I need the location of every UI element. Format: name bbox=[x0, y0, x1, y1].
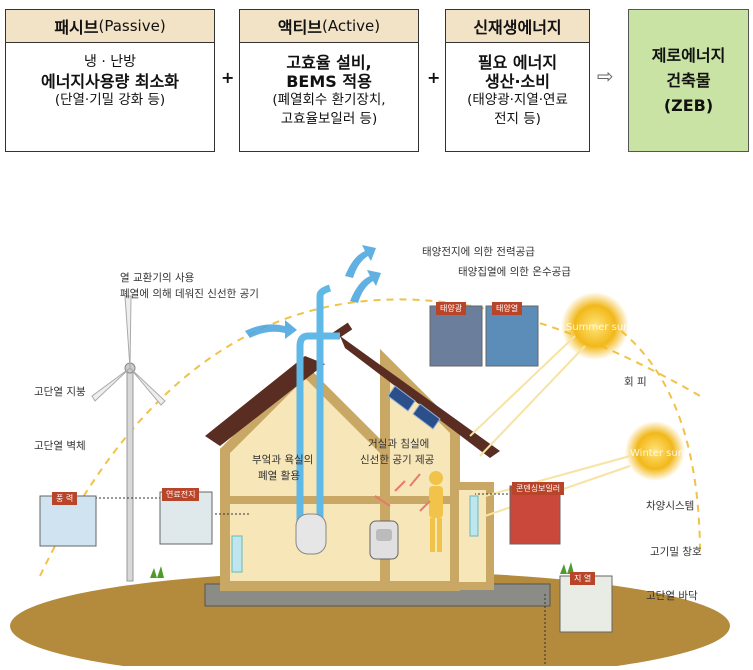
renewable-line2: 생산·소비 bbox=[485, 72, 550, 91]
kitchen-label-2: 폐열 활용 bbox=[258, 470, 300, 482]
boiler-tag: 콘덴싱보일러 bbox=[512, 482, 565, 495]
renewable-line3: (태양광·지열·연료 bbox=[467, 92, 568, 108]
summer-sun-label: Summer sun bbox=[566, 322, 630, 333]
wind-tag: 풍 력 bbox=[52, 492, 78, 505]
passive-header: 패시브 (Passive) bbox=[6, 10, 214, 43]
winter-sun-label: Winter sun bbox=[630, 448, 685, 459]
active-title-en: (Active) bbox=[322, 17, 381, 35]
renewable-header: 신재생에너지 bbox=[446, 10, 589, 43]
summer-sun-icon bbox=[561, 292, 629, 360]
passive-title-en: (Passive) bbox=[98, 17, 166, 35]
passive-line2: 에너지사용량 최소화 bbox=[40, 72, 180, 91]
active-line2: BEMS 적용 bbox=[286, 72, 372, 91]
zeb-result-box: 제로에너지 건축물 (ZEB) bbox=[628, 9, 749, 152]
wind-photo bbox=[39, 495, 97, 547]
geo-photo bbox=[559, 575, 613, 633]
renewable-line1: 필요 에너지 bbox=[477, 53, 558, 72]
zeb-line2: 건축물 bbox=[666, 71, 711, 90]
roof-insulation-label: 고단열 지붕 bbox=[34, 386, 86, 398]
living-label: 거실과 침실에 bbox=[368, 438, 430, 450]
renewable-box: 신재생에너지 필요 에너지 생산·소비 (태양광·지열·연료 전지 등) bbox=[445, 9, 590, 152]
avoid-label: 회 피 bbox=[624, 376, 647, 388]
passive-line1: 냉 · 난방 bbox=[84, 54, 136, 70]
ventilation-duct bbox=[296, 332, 340, 536]
renewable-title: 신재생에너지 bbox=[473, 18, 562, 37]
window-left bbox=[231, 535, 243, 573]
ventilation-duct-2 bbox=[316, 284, 332, 536]
sun-rays bbox=[469, 335, 631, 517]
zeb-line3: (ZEB) bbox=[663, 96, 714, 115]
window-right bbox=[469, 495, 479, 537]
active-box: 액티브 (Active) 고효율 설비, BEMS 적용 (폐열회수 환기장치,… bbox=[239, 9, 419, 152]
zeb-line1: 제로에너지 bbox=[651, 46, 726, 65]
roof-right bbox=[340, 336, 500, 458]
result-arrow-icon: ⇨ bbox=[597, 64, 614, 88]
boiler-photo bbox=[509, 485, 561, 545]
wind-turbine-icon bbox=[91, 295, 166, 582]
winter-sun-icon bbox=[625, 421, 685, 481]
fresh-air-arrows-icon bbox=[245, 245, 381, 339]
passive-body: 냉 · 난방 에너지사용량 최소화 (단열·기밀 강화 등) bbox=[6, 43, 214, 110]
active-line1: 고효율 설비, bbox=[286, 53, 372, 72]
upper-floor-slab bbox=[230, 496, 455, 504]
active-title: 액티브 bbox=[277, 18, 323, 37]
ventilation-label-2: 폐열에 의해 데워진 신선한 공기 bbox=[120, 288, 259, 300]
living-label-2: 신선한 공기 제공 bbox=[360, 454, 435, 466]
fuelcell-tag: 연료전지 bbox=[162, 488, 200, 501]
wall-insulation-label: 고단열 벽체 bbox=[34, 440, 86, 452]
active-line3: (폐열회수 환기장치, bbox=[272, 92, 386, 108]
person-icon bbox=[429, 471, 443, 552]
shading-label: 차양시스템 bbox=[646, 500, 695, 512]
zeb-house-diagram: 열 교환기의 사용 폐열에 의해 데워진 신선한 공기 태양전지에 의한 전력공… bbox=[0, 196, 753, 670]
plus-operator-2: + bbox=[427, 68, 441, 87]
ventilation-label: 열 교환기의 사용 bbox=[120, 272, 195, 284]
active-line4: 고효율보일러 등) bbox=[280, 111, 378, 127]
heat-radiation-icon bbox=[374, 473, 431, 512]
roof-solar-panels-icon bbox=[387, 385, 441, 430]
renewable-line4: 전지 등) bbox=[494, 111, 541, 127]
solar-pv-photo bbox=[429, 305, 483, 367]
airtight-window-label: 고기밀 창호 bbox=[650, 546, 702, 558]
house-left-section bbox=[220, 363, 390, 591]
house-illustration bbox=[10, 245, 730, 670]
passive-box: 패시브 (Passive) 냉 · 난방 에너지사용량 최소화 (단열·기밀 강… bbox=[5, 9, 215, 152]
solar-th-tag: 태양열 bbox=[492, 302, 523, 315]
geo-tag: 지 열 bbox=[570, 572, 596, 585]
passive-line3: (단열·기밀 강화 등) bbox=[54, 92, 166, 108]
sun-path-arc bbox=[39, 298, 701, 577]
floor-insulation-label: 고단열 바닥 bbox=[646, 590, 698, 602]
kitchen-label: 부엌과 욕실의 bbox=[252, 454, 314, 466]
solar-heat-label: 태양집열에 의한 온수공급 bbox=[458, 266, 571, 278]
passive-title: 패시브 bbox=[54, 18, 99, 37]
active-header: 액티브 (Active) bbox=[240, 10, 418, 43]
heat-exchanger-icon bbox=[295, 513, 327, 555]
plus-operator-1: + bbox=[221, 68, 235, 87]
leader-lines bbox=[95, 493, 546, 666]
active-body: 고효율 설비, BEMS 적용 (폐열회수 환기장치, 고효율보일러 등) bbox=[240, 43, 418, 129]
roof-left bbox=[205, 356, 325, 446]
solar-power-label: 태양전지에 의한 전력공급 bbox=[422, 246, 535, 258]
solar-pv-tag: 태양광 bbox=[436, 302, 467, 315]
renewable-body: 필요 에너지 생산·소비 (태양광·지열·연료 전지 등) bbox=[446, 43, 589, 129]
solar-th-photo bbox=[485, 305, 539, 367]
